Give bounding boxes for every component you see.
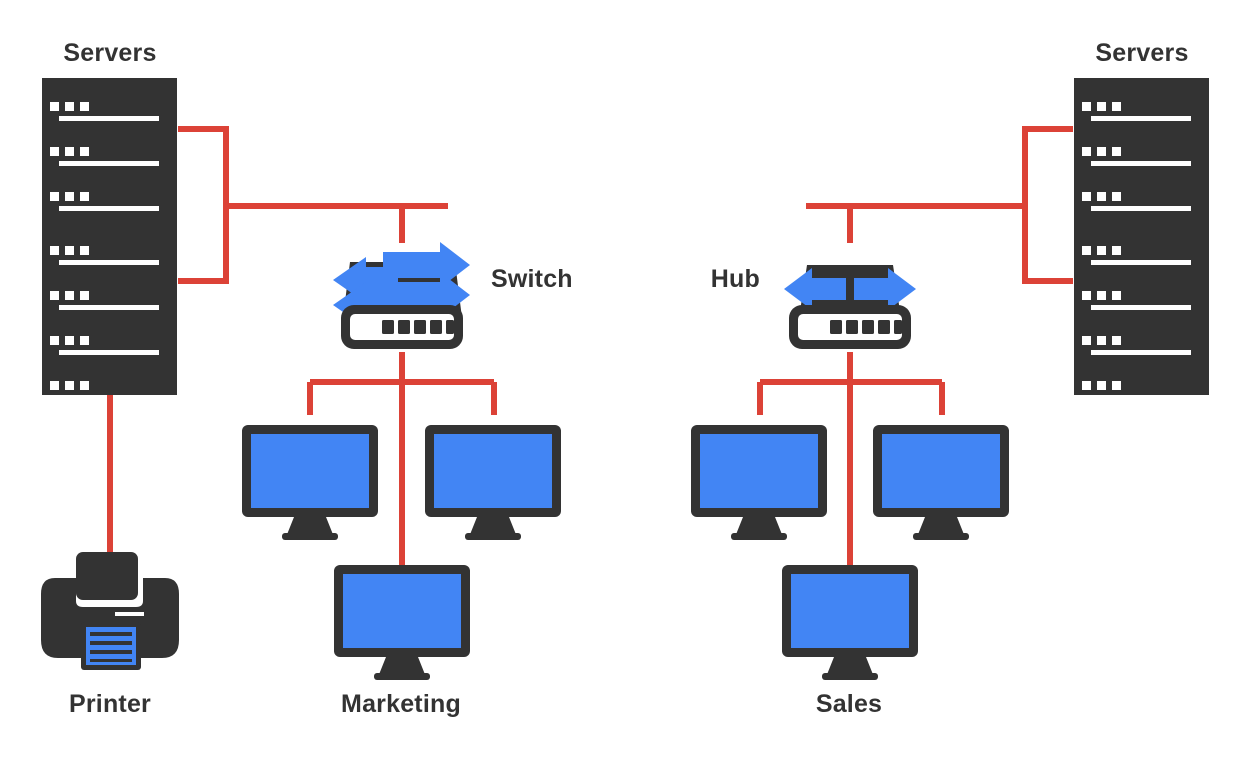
marketing-group[interactable]: Marketing bbox=[242, 425, 561, 718]
link-hub-to-sales bbox=[757, 352, 945, 565]
printer-body bbox=[41, 578, 179, 658]
switch-node[interactable]: Switch bbox=[333, 242, 573, 349]
server-rack-left-bottom[interactable] bbox=[42, 222, 177, 395]
servers-left-label: Servers bbox=[63, 39, 156, 67]
printer-node[interactable]: Printer bbox=[41, 552, 179, 718]
sales-group[interactable]: Sales bbox=[691, 425, 1009, 718]
hub-base bbox=[789, 305, 911, 349]
connection-links bbox=[107, 126, 1073, 565]
server-rack-right-bottom[interactable] bbox=[1074, 222, 1209, 395]
link-servers-left-to-switch bbox=[178, 126, 448, 284]
marketing-label: Marketing bbox=[341, 690, 461, 718]
servers-right-group[interactable]: Servers bbox=[1074, 39, 1209, 395]
hub-label: Hub bbox=[711, 265, 760, 293]
hub-arrow-icon bbox=[784, 268, 916, 310]
printer-label: Printer bbox=[69, 690, 151, 718]
switch-base bbox=[341, 305, 463, 349]
switch-label: Switch bbox=[491, 265, 573, 293]
sales-label: Sales bbox=[816, 690, 882, 718]
link-servers-right-to-hub bbox=[806, 126, 1073, 284]
link-switch-to-marketing bbox=[307, 352, 497, 565]
hub-node[interactable]: Hub bbox=[711, 265, 916, 349]
printer-output-sheet bbox=[81, 622, 141, 670]
printer-feed-tray bbox=[76, 552, 138, 600]
servers-left-group[interactable]: Servers bbox=[42, 39, 177, 395]
servers-right-label: Servers bbox=[1095, 39, 1188, 67]
